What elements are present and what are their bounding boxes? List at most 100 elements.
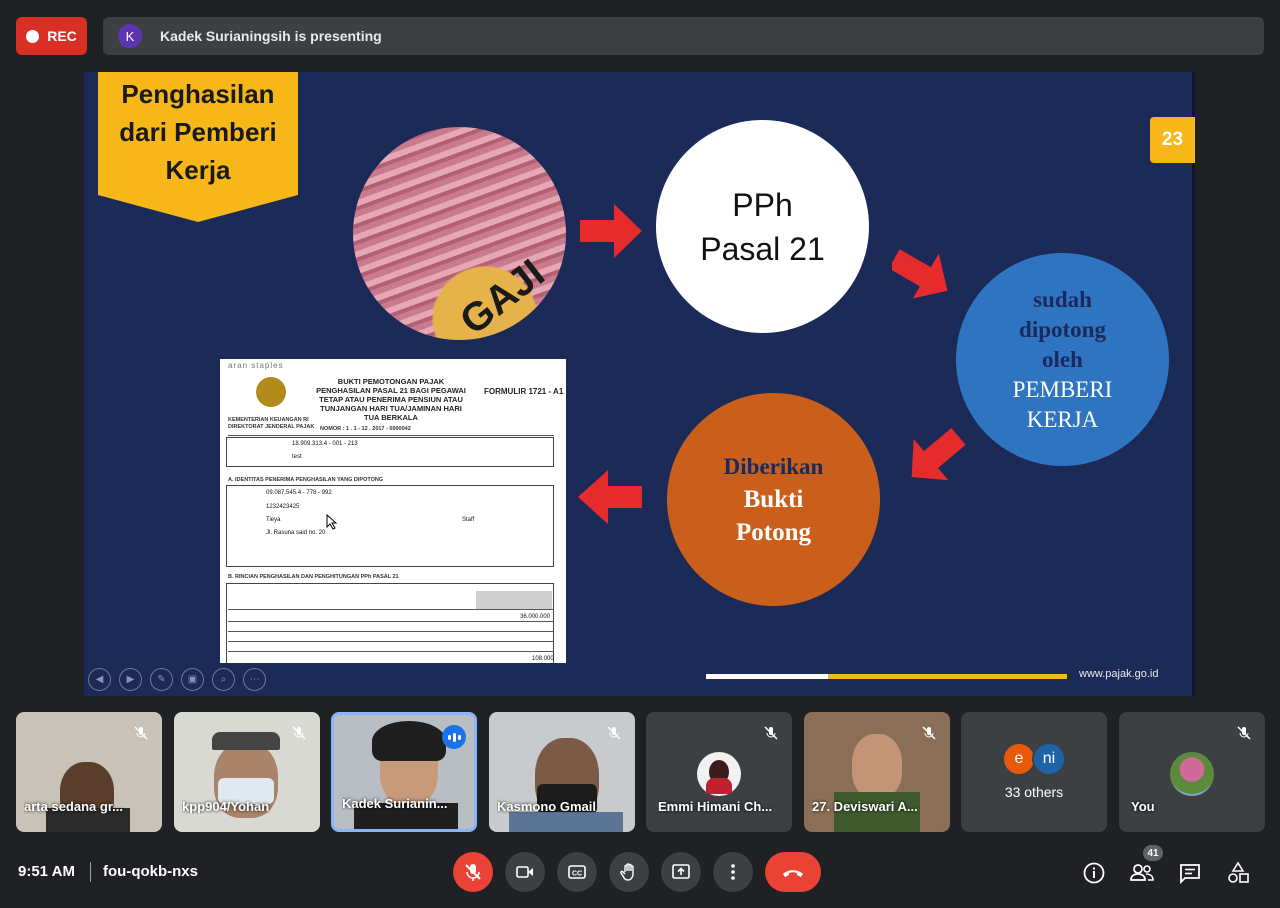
form-recipient-address: Jl. Rasuna said no. 20: [266, 530, 326, 536]
arrow-down-left-icon: [911, 428, 966, 481]
form-section-a: A. IDENTITAS PENERIMA PENGHASILAN YANG D…: [228, 477, 384, 483]
mic-off-icon: [605, 724, 623, 742]
form-recipient-box: [226, 485, 554, 567]
activities-icon: [1228, 861, 1249, 883]
microphone-button[interactable]: [453, 852, 493, 892]
presenter-avatar: K: [118, 24, 142, 48]
form-ministry: KEMENTERIAN KEUANGAN RI DIREKTORAT JENDE…: [228, 417, 315, 430]
participant-tile-active[interactable]: Kadek Surianin...: [331, 712, 477, 832]
form-shaded-cell: [476, 591, 552, 609]
form-recipient-position: Staff: [462, 517, 475, 523]
next-slide-icon[interactable]: ▶: [119, 668, 142, 691]
participant-name: 27. Deviswari A...: [812, 799, 918, 814]
slide-title: Penghasilan dari Pemberi Kerja: [119, 79, 277, 185]
captions-button[interactable]: CC: [557, 852, 597, 892]
form-section-b: B. RINCIAN PENGHASILAN DAN PENGHITUNGAN …: [228, 574, 399, 580]
self-avatar: [1170, 752, 1214, 796]
slide-title-banner: Penghasilan dari Pemberi Kerja: [98, 72, 298, 222]
more-options-icon[interactable]: ⋯: [243, 668, 266, 691]
others-label: 33 others: [1004, 784, 1064, 800]
divider: [90, 862, 91, 882]
end-call-button[interactable]: [765, 852, 821, 892]
slides-grid-icon[interactable]: ▣: [181, 668, 204, 691]
meeting-code[interactable]: fou-qokb-nxs: [103, 863, 198, 880]
people-button[interactable]: [1129, 860, 1155, 886]
recording-label: REC: [47, 28, 77, 44]
form-row-line: [228, 641, 554, 642]
participant-name: arta sedana gr...: [24, 799, 123, 814]
self-tile[interactable]: You: [1119, 712, 1265, 832]
mic-off-icon: [132, 724, 150, 742]
more-options-button[interactable]: [713, 852, 753, 892]
withheld-label-dark: sudah dipotong oleh: [1019, 286, 1106, 372]
participant-clothing: [46, 808, 130, 832]
participant-hair: [372, 721, 446, 761]
other-avatar: ni: [1032, 742, 1066, 776]
form-total-value: 108.000: [532, 656, 554, 662]
arrow-right-icon: [580, 204, 642, 258]
pph-circle: PPh Pasal 21: [656, 120, 869, 333]
presenting-text: Kadek Surianingsih is presenting: [160, 28, 382, 44]
form-recipient-npwp: 09.087.545.4 - 778 - 992: [266, 490, 332, 496]
end-call-icon: [783, 870, 803, 877]
participant-mask: [218, 778, 274, 804]
slide-edge: [1192, 72, 1195, 696]
tax-form-image: aran staples BUKTI PEMOTONGAN PAJAK PENG…: [220, 359, 566, 663]
participant-tile[interactable]: arta sedana gr...: [16, 712, 162, 832]
captions-icon: CC: [568, 865, 586, 879]
mic-off-icon: [762, 724, 780, 742]
previous-slide-icon[interactable]: ◀: [88, 668, 111, 691]
participant-mask: [537, 784, 597, 814]
participant-video: [852, 734, 902, 798]
participant-tile[interactable]: Kasmono Gmail: [489, 712, 635, 832]
form-employer-name: test: [292, 454, 302, 460]
activities-button[interactable]: [1225, 860, 1251, 886]
mic-off-icon: [465, 864, 481, 881]
participant-tile[interactable]: 27. Deviswari A...: [804, 712, 950, 832]
present-button[interactable]: [661, 852, 701, 892]
withheld-label-light: PEMBERI KERJA: [1012, 376, 1113, 432]
participant-name: Emmi Himani Ch...: [658, 799, 773, 814]
participant-headwear: [212, 732, 280, 750]
participant-tile[interactable]: Emmi Himani Ch...: [646, 712, 792, 832]
others-tile[interactable]: e ni 33 others: [961, 712, 1107, 832]
withheld-circle: sudah dipotong oleh PEMBERI KERJA: [956, 253, 1169, 466]
more-vert-icon: [731, 864, 735, 880]
raise-hand-button[interactable]: [609, 852, 649, 892]
mic-off-icon: [290, 724, 308, 742]
form-row-line: [228, 651, 554, 652]
progress-track: [706, 674, 828, 679]
receipt-circle: Diberikan Bukti Potong: [667, 393, 880, 606]
participant-clothing: [354, 803, 458, 829]
others-avatars: e ni: [961, 742, 1107, 776]
chat-button[interactable]: [1177, 860, 1203, 886]
form-row-line: [228, 609, 554, 610]
form-employer-box: [226, 437, 554, 467]
participant-tile[interactable]: kpp904/Yohan: [174, 712, 320, 832]
recording-indicator[interactable]: REC: [16, 17, 87, 55]
form-recipient-name: Tieya: [266, 517, 281, 523]
pen-icon[interactable]: ✎: [150, 668, 173, 691]
arrow-down-right-icon: [892, 249, 948, 299]
presentation-slide: Penghasilan dari Pemberi Kerja 23 GAJI P…: [84, 72, 1195, 696]
progress-bar: [828, 674, 1067, 679]
meeting-info-button[interactable]: [1081, 860, 1107, 886]
presenting-banner: K Kadek Surianingsih is presenting: [103, 17, 1264, 55]
camera-button[interactable]: [505, 852, 545, 892]
zoom-icon[interactable]: ⌕: [212, 668, 235, 691]
participant-name: Kadek Surianin...: [342, 796, 448, 811]
participant-name: Kasmono Gmail: [497, 799, 596, 814]
money-image: GAJI: [353, 127, 566, 340]
recording-dot-icon: [26, 29, 40, 43]
meeting-time: 9:51 AM: [18, 863, 75, 880]
form-header: BUKTI PEMOTONGAN PAJAK PENGHASILAN PASAL…: [316, 377, 466, 422]
mic-off-icon: [920, 724, 938, 742]
raise-hand-icon: [620, 863, 634, 881]
participant-clothing: [509, 812, 623, 832]
slide-controls: ◀ ▶ ✎ ▣ ⌕ ⋯: [88, 668, 266, 691]
mouse-cursor-icon: [326, 514, 338, 530]
participant-count-badge: 41: [1143, 845, 1163, 861]
form-detail-table: [226, 583, 554, 663]
money-label: GAJI: [452, 251, 553, 340]
other-avatar: e: [1002, 742, 1036, 776]
